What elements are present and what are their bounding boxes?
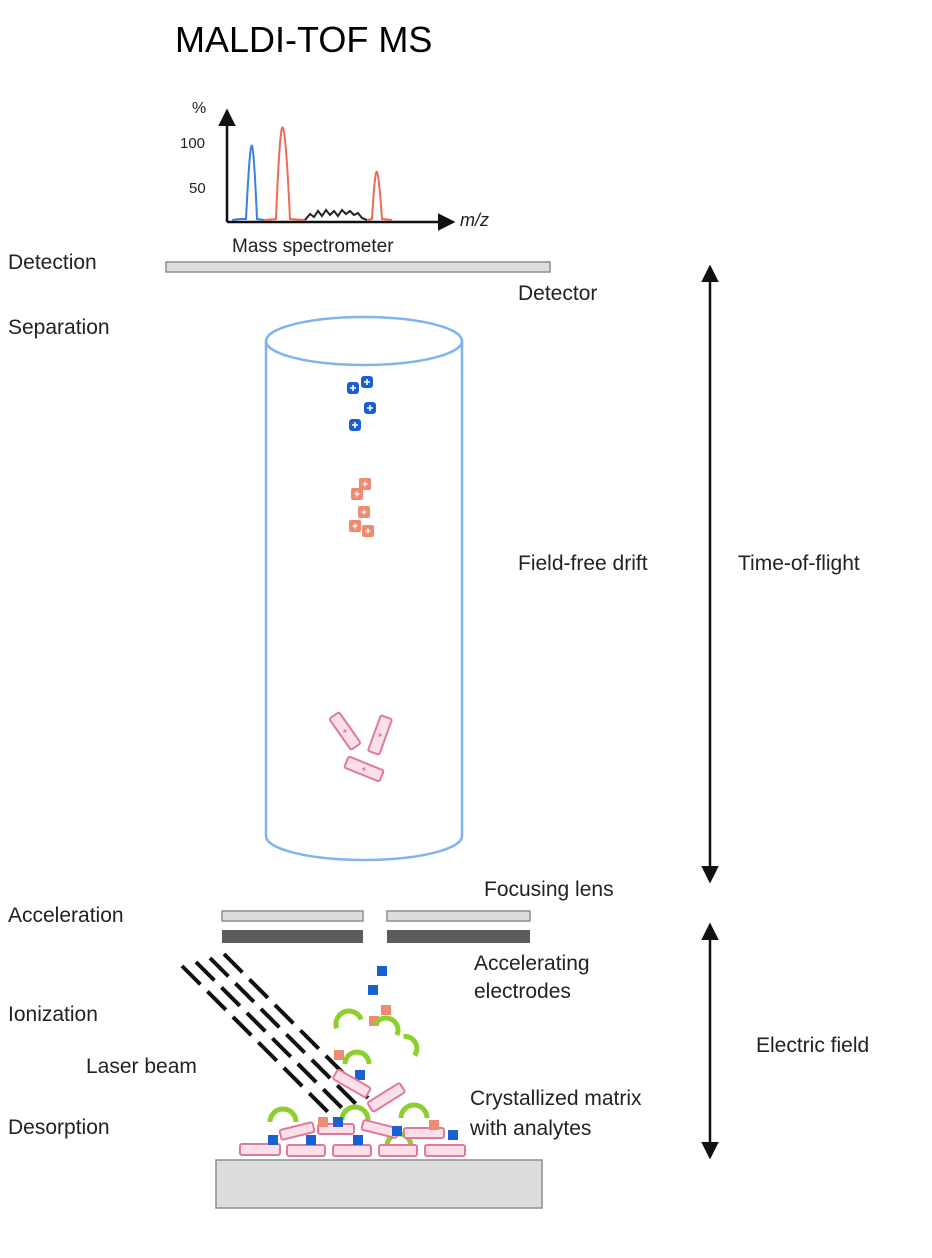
label-crystallized-matrix: Crystallized matrix: [470, 1087, 642, 1110]
laser-line: [180, 964, 340, 1124]
label-with-analytes: with analytes: [469, 1117, 591, 1140]
matrix-rod: [278, 1121, 316, 1141]
analyte-blue: [333, 1117, 343, 1127]
spectrum-tick-50: 50: [189, 180, 206, 197]
label-electrodes: electrodes: [474, 980, 571, 1003]
flight-tube: [264, 315, 464, 862]
ion-blue: [349, 419, 361, 431]
laser-beam: [180, 952, 370, 1124]
label-accelerating: Accelerating: [474, 952, 590, 975]
analyte-salmon: [334, 1050, 344, 1060]
ions-pink-group: [328, 711, 393, 783]
matrix-crescent: [339, 1104, 371, 1121]
ion-salmon: [362, 525, 374, 537]
lens-plate-right: [386, 910, 531, 922]
spectrum-y-unit: %: [192, 100, 206, 117]
analyte-blue: [368, 985, 378, 995]
matrix-crescent: [342, 1049, 372, 1065]
ions-salmon-group: [349, 478, 374, 537]
stage-label-ionization: Ionization: [8, 1003, 98, 1026]
analyte-blue: [355, 1070, 365, 1080]
ion-salmon: [351, 488, 363, 500]
label-time-of-flight: Time-of-flight: [738, 552, 860, 575]
mass-spectrum: % 100 50 m/z Mass spectrometer: [180, 100, 489, 257]
label-laser-beam: Laser beam: [86, 1055, 197, 1078]
crystallized-matrix: [239, 1102, 466, 1157]
spectrum-noise-black: [304, 208, 368, 221]
ion-blue: [364, 402, 376, 414]
label-field-free-drift: Field-free drift: [518, 552, 648, 575]
ion-pink-rod: [328, 711, 362, 751]
stage-label-acceleration: Acceleration: [8, 904, 124, 927]
ionization-plume: [332, 966, 420, 1113]
laser-line: [208, 956, 360, 1108]
ions-blue-group: [347, 376, 376, 431]
spectrum-caption: Mass spectrometer: [232, 236, 394, 257]
lens-plate-left: [221, 910, 364, 922]
analyte-blue: [377, 966, 387, 976]
analyte-blue: [353, 1135, 363, 1145]
analyte-blue: [448, 1130, 458, 1140]
spectrum-x-label: m/z: [460, 210, 489, 230]
matrix-rod: [366, 1082, 406, 1113]
analyte-salmon: [318, 1117, 328, 1127]
label-detector: Detector: [518, 282, 597, 305]
analyte-blue: [306, 1135, 316, 1145]
stage-label-separation: Separation: [8, 316, 110, 339]
matrix-crescent: [398, 1102, 430, 1119]
ion-blue: [361, 376, 373, 388]
matrix-rod: [378, 1144, 418, 1157]
stage-label-detection: Detection: [8, 251, 97, 274]
ion-pink-rod: [343, 755, 385, 783]
detector-plate: [165, 261, 551, 273]
stage-label-desorption: Desorption: [8, 1116, 110, 1139]
electrode-right: [387, 930, 530, 943]
diagram-title: MALDI-TOF MS: [175, 19, 432, 60]
matrix-rod: [424, 1144, 466, 1157]
analyte-blue: [392, 1126, 402, 1136]
tube-body: [264, 341, 464, 862]
spectrum-peak-salmon-1: [263, 126, 306, 221]
matrix-crescent: [403, 1033, 420, 1058]
analyte-salmon: [381, 1005, 391, 1015]
ion-salmon: [358, 506, 370, 518]
matrix-rod: [286, 1144, 326, 1157]
ion-blue: [347, 382, 359, 394]
spectrum-peak-salmon-2: [366, 170, 393, 221]
accelerating-electrodes: [222, 930, 530, 943]
laser-line: [194, 960, 350, 1116]
spectrum-peak-blue: [231, 144, 265, 221]
matrix-rod: [403, 1127, 445, 1139]
tube-top-rim: [264, 315, 464, 367]
analyte-salmon: [369, 1016, 379, 1026]
ion-pink-rod: [367, 714, 393, 756]
ion-salmon: [349, 520, 361, 532]
matrix-crescent: [372, 1015, 401, 1037]
label-focusing-lens: Focusing lens: [484, 878, 614, 901]
matrix-crescent: [267, 1106, 299, 1123]
focusing-lens: [221, 910, 531, 922]
analyte-salmon: [429, 1120, 439, 1130]
label-electric-field: Electric field: [756, 1034, 869, 1057]
matrix-crescent: [333, 1008, 364, 1030]
matrix-rod: [332, 1144, 372, 1157]
matrix-rod: [239, 1143, 281, 1156]
matrix-rod: [332, 1068, 372, 1098]
electrode-left: [222, 930, 363, 943]
analyte-blue: [268, 1135, 278, 1145]
spectrum-tick-100: 100: [180, 135, 205, 152]
target-plate: [215, 1159, 543, 1209]
ion-salmon: [359, 478, 371, 490]
